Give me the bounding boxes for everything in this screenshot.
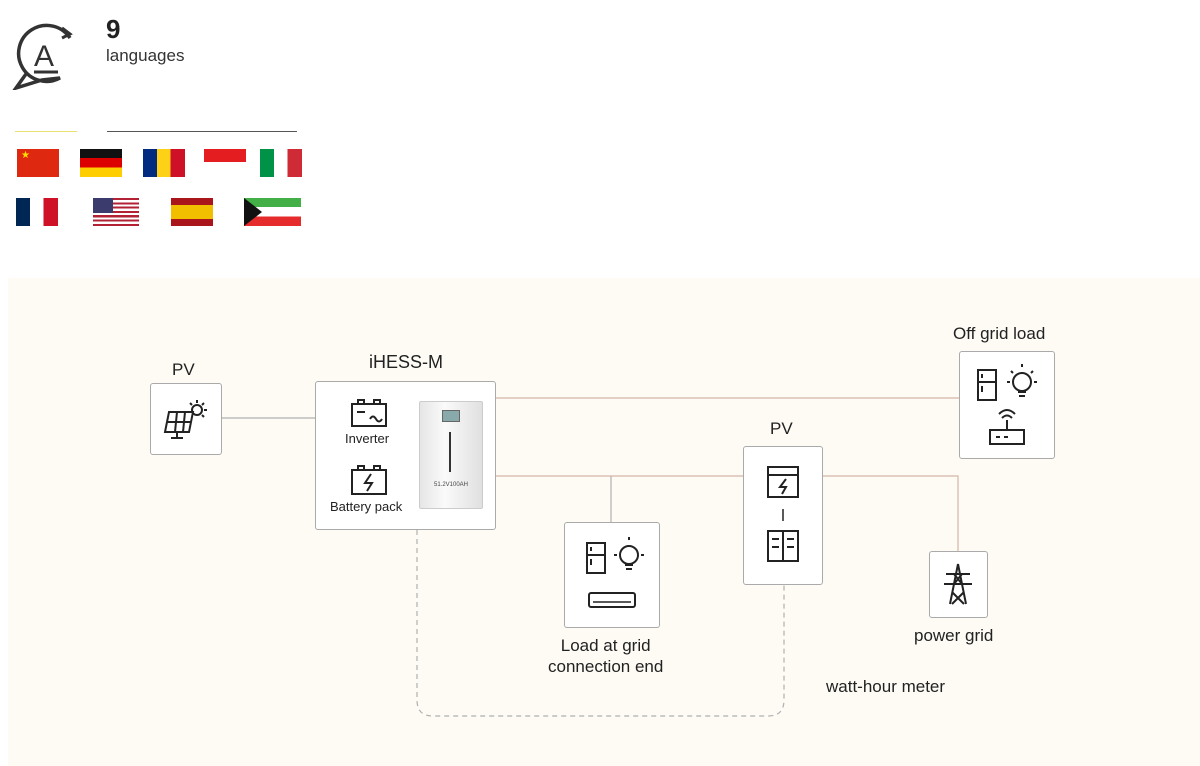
- inverter-icon: [351, 399, 387, 427]
- off-grid-label: Off grid load: [953, 324, 1046, 343]
- pv-mid-label: PV: [770, 419, 793, 438]
- load-grid-text: Load at grid connection end: [548, 636, 664, 676]
- flag-france[interactable]: [16, 198, 58, 226]
- appliance-router-icon: [977, 364, 1037, 445]
- transmission-tower-icon: [944, 563, 972, 605]
- flag-germany[interactable]: [80, 149, 122, 177]
- battery-unit-image: 51.2V100AH: [419, 401, 483, 509]
- pv-left-node[interactable]: [150, 383, 222, 455]
- load-grid-label: Load at grid connection end: [548, 635, 663, 677]
- power-grid-node[interactable]: [929, 551, 988, 618]
- flag-spain[interactable]: [171, 198, 213, 226]
- pv-mid-node[interactable]: [743, 446, 823, 585]
- battery-icon: [351, 465, 387, 495]
- power-grid-label: power grid: [914, 626, 994, 645]
- yellow-divider: [15, 131, 77, 132]
- solar-panel-icon: [163, 400, 207, 439]
- language-label: languages: [106, 46, 185, 65]
- off-grid-node[interactable]: [959, 351, 1055, 459]
- language-count: 9: [106, 14, 121, 44]
- flag-china[interactable]: ★: [17, 149, 59, 177]
- flag-usa[interactable]: [93, 198, 139, 226]
- appliance-ac-icon: [586, 537, 644, 608]
- flag-romania[interactable]: [143, 149, 185, 177]
- meter-icons: [767, 466, 799, 562]
- translate-icon: A: [12, 23, 73, 90]
- flag-kuwait[interactable]: [244, 198, 301, 226]
- flag-italy[interactable]: [260, 149, 302, 177]
- gray-divider: [107, 131, 297, 132]
- ihess-node[interactable]: Inverter Battery pack 51.2V100AH: [315, 381, 496, 530]
- load-grid-node[interactable]: [564, 522, 660, 628]
- battery-label: Battery pack: [330, 499, 403, 514]
- flag-indonesia[interactable]: [204, 149, 246, 175]
- pv-left-label: PV: [172, 360, 195, 379]
- svg-text:A: A: [34, 40, 54, 73]
- inverter-label: Inverter: [345, 431, 390, 446]
- ihess-label: iHESS-M: [369, 352, 444, 372]
- meter-label: watt-hour meter: [826, 677, 946, 696]
- battery-rating: 51.2V100AH: [433, 482, 469, 488]
